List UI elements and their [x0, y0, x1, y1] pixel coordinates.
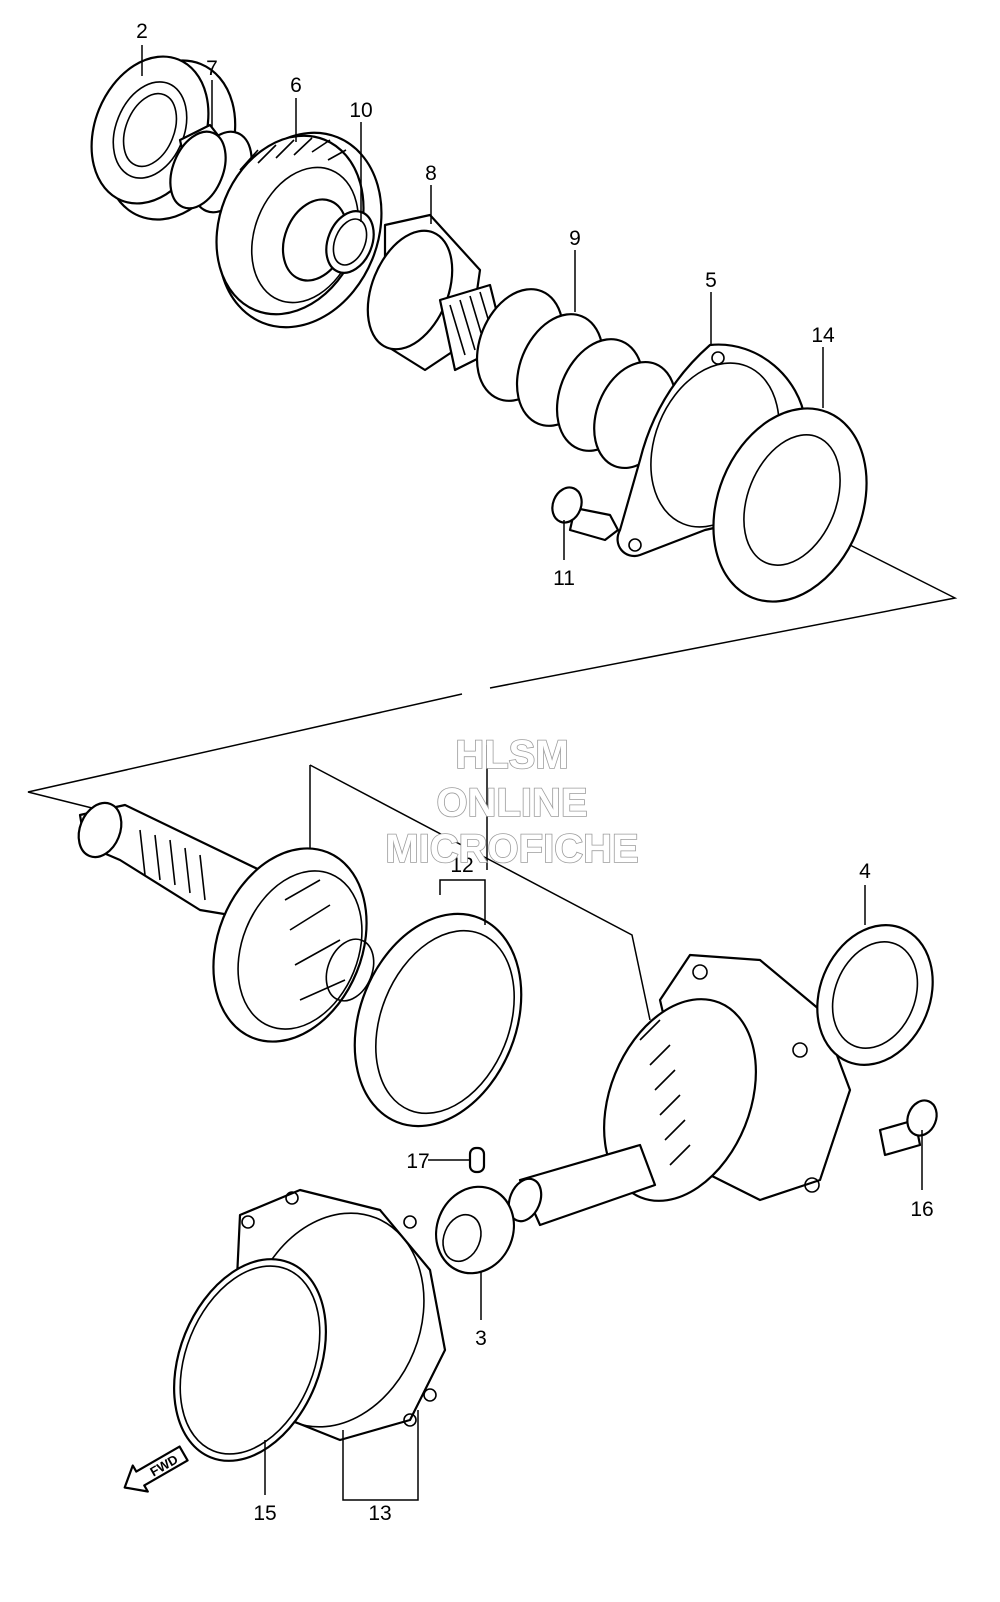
bolt-part-16 — [878, 1099, 938, 1157]
shaft-gear-part-12 — [77, 801, 375, 1043]
fwd-arrow-icon — [123, 1445, 189, 1493]
callout-3: 3 — [475, 1327, 487, 1350]
watermark: HLSM ONLINE MICROFICHE — [385, 732, 640, 872]
watermark-line-3: MICROFICHE — [385, 827, 638, 871]
shim-part-14 — [712, 407, 868, 603]
oil-seal-part-4 — [816, 924, 934, 1066]
bushing-part-3 — [435, 1185, 515, 1275]
callout-15: 15 — [253, 1502, 276, 1525]
callout-8: 8 — [425, 162, 437, 185]
pinion-housing — [507, 953, 852, 1227]
callout-17: 17 — [406, 1150, 429, 1173]
o-ring-part-15 — [173, 1258, 327, 1462]
callout-14: 14 — [811, 324, 835, 347]
pin-part-17 — [468, 1146, 486, 1174]
fwd-direction-marker: FWD — [123, 1445, 189, 1493]
watermark-line-2: ONLINE — [436, 781, 587, 825]
callout-4: 4 — [859, 860, 871, 883]
callout-11: 11 — [553, 567, 575, 590]
callout-9: 9 — [569, 227, 581, 250]
snap-ring-part-10 — [325, 210, 375, 274]
callout-2: 2 — [136, 20, 148, 43]
callout-16: 16 — [910, 1198, 933, 1221]
callout-12: 12 — [450, 854, 473, 877]
bolt-part-11 — [551, 486, 620, 542]
callout-7: 7 — [206, 57, 218, 80]
callout-13: 13 — [368, 1502, 391, 1525]
callout-5: 5 — [705, 269, 717, 292]
callout-6: 6 — [290, 74, 302, 97]
spring-part-9 — [475, 288, 677, 470]
watermark-line-1: HLSM — [455, 733, 568, 777]
leader-lines — [141, 45, 923, 1501]
bevel-gear-part-6 — [215, 131, 383, 329]
assembly-frame-lines — [27, 544, 958, 1021]
callout-labels: 2 7 6 10 8 9 5 14 11 12 4 17 16 3 15 13 — [136, 20, 934, 1525]
callout-10: 10 — [349, 99, 372, 122]
ring-part-12 — [353, 912, 523, 1128]
